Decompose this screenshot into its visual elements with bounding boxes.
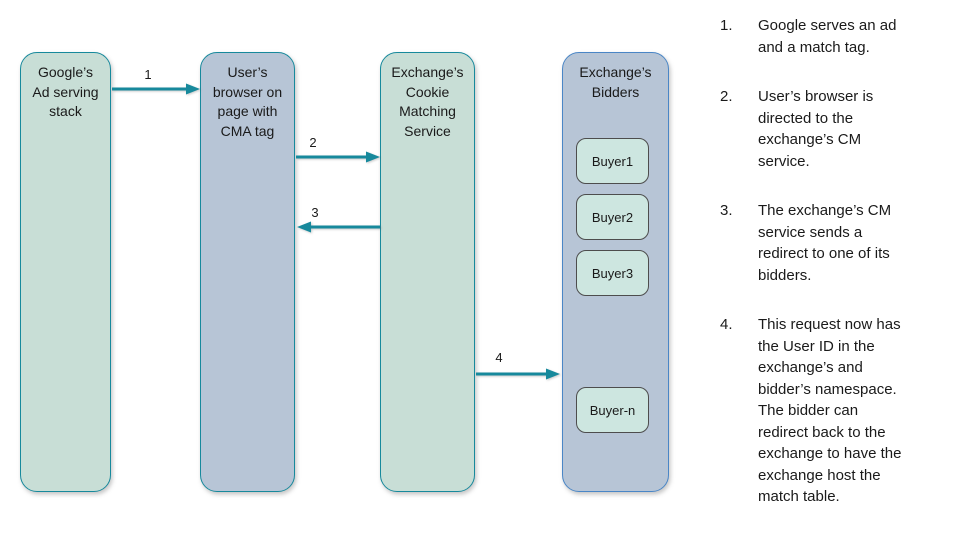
- arrow-label-4: 4: [495, 350, 503, 365]
- step-text: The exchange’s CM service sends a redire…: [758, 202, 892, 284]
- arrow-label-1: 1: [144, 67, 152, 82]
- buyer-label: Buyer-n: [589, 402, 636, 418]
- buyer-box-3: Buyer3: [576, 250, 649, 296]
- arrow-3: [297, 221, 380, 233]
- node-title: User’s browser on page with CMA tag: [212, 64, 283, 139]
- step-item-3: 3. The exchange’s CM service sends a red…: [720, 200, 958, 286]
- buyer-label: Buyer2: [591, 209, 634, 225]
- buyer-label: Buyer1: [591, 153, 634, 169]
- arrow-label-2: 2: [309, 135, 317, 150]
- arrow-label-3: 3: [311, 205, 319, 220]
- node-cookie-matching-service: Exchange’s Cookie Matching Service: [380, 52, 475, 492]
- arrow-2: [296, 151, 380, 163]
- node-user-browser: User’s browser on page with CMA tag: [200, 52, 295, 492]
- steps-list: 1. Google serves an ad and a match tag. …: [720, 15, 958, 536]
- step-item-4: 4. This request now has the User ID in t…: [720, 314, 958, 508]
- arrow-4: [476, 368, 560, 380]
- step-text: This request now has the User ID in the …: [758, 316, 902, 505]
- node-title: Google’s Ad serving stack: [32, 64, 99, 119]
- buyer-box-n: Buyer-n: [576, 387, 649, 433]
- node-title: Exchange’s Cookie Matching Service: [391, 64, 464, 139]
- buyer-box-1: Buyer1: [576, 138, 649, 184]
- step-item-2: 2. User’s browser is directed to the exc…: [720, 86, 958, 172]
- step-text: Google serves an ad and a match tag.: [758, 17, 897, 56]
- step-text: User’s browser is directed to the exchan…: [758, 88, 874, 170]
- node-title: Exchange’s Bidders: [579, 64, 652, 100]
- step-number: 3.: [720, 202, 733, 219]
- node-exchange-bidders: Exchange’s Bidders Buyer1 Buyer2 Buyer3 …: [562, 52, 669, 492]
- step-item-1: 1. Google serves an ad and a match tag.: [720, 15, 958, 58]
- buyer-box-2: Buyer2: [576, 194, 649, 240]
- node-google-ad-serving-stack: Google’s Ad serving stack: [20, 52, 111, 492]
- arrow-1: [112, 83, 200, 95]
- buyer-label: Buyer3: [591, 265, 634, 281]
- step-number: 1.: [720, 17, 733, 34]
- step-number: 4.: [720, 316, 733, 333]
- step-number: 2.: [720, 88, 733, 105]
